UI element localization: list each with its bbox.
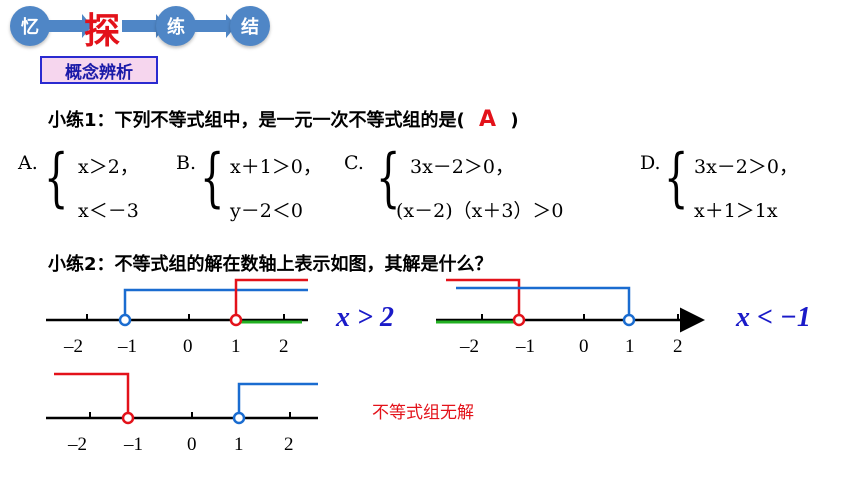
number-line-1 <box>46 278 308 327</box>
tick-label: –1 <box>118 336 137 357</box>
option-a-brace: { <box>44 141 69 215</box>
option-c-line1: 3x－2＞0， <box>410 156 514 178</box>
option-a-label: A. <box>18 152 38 174</box>
option-a-line1: x＞2， <box>78 156 139 178</box>
number-line-3 <box>46 372 318 425</box>
question-1-close: ) <box>510 110 519 131</box>
point-red-1 <box>229 313 243 327</box>
tick-label: –2 <box>68 434 87 455</box>
question-1-text: 小练1：下列不等式组中，是一元一次不等式组的是( <box>48 110 465 131</box>
question-1-answer: A <box>479 107 497 132</box>
option-b-label: B. <box>176 152 197 174</box>
nav-item-active[interactable]: 探 <box>84 11 121 52</box>
option-c-label: C. <box>344 152 364 174</box>
option-a-line2: x＜－3 <box>78 200 139 222</box>
tick-label: 0 <box>187 434 197 455</box>
question-1: 小练1：下列不等式组中，是一元一次不等式组的是( A ) <box>48 106 519 132</box>
tick-label: –2 <box>64 336 83 357</box>
question-2: 小练2：不等式组的解在数轴上表示如图，其解是什么？ <box>48 254 493 275</box>
option-b-line1: x＋1＞0， <box>230 156 322 178</box>
option-d-brace: { <box>664 141 689 215</box>
option-b-line2: y－2＜0 <box>230 200 303 222</box>
option-c-brace: { <box>376 141 401 215</box>
tick-label: 0 <box>579 336 589 357</box>
tick-label: 0 <box>183 336 193 357</box>
option-d-line1: 3x－2＞0， <box>694 156 798 178</box>
concept-label: 概念辨析 <box>40 56 158 84</box>
nav-arrow-1 <box>48 14 92 38</box>
option-c-line2: (x－2)（x＋3）＞0 <box>396 200 564 222</box>
solution-3: 不等式组无解 <box>372 403 474 423</box>
nav-item-4[interactable]: 结 <box>230 6 270 46</box>
tick-label: 2 <box>279 336 289 357</box>
point-blue-2 <box>622 313 636 327</box>
option-b-brace: { <box>200 141 225 215</box>
solution-2: x < −1 <box>736 302 811 333</box>
tick-label: –1 <box>124 434 143 455</box>
nav-item-3[interactable]: 练 <box>156 6 196 46</box>
ray-red-1 <box>234 278 308 320</box>
point-blue-1 <box>118 313 132 327</box>
point-blue-3 <box>232 411 246 425</box>
tick-label: 2 <box>284 434 294 455</box>
ray-blue-2 <box>456 286 631 320</box>
option-d-line2: x＋1＞1x <box>694 200 778 222</box>
option-d-label: D. <box>640 152 661 174</box>
ray-red-2 <box>446 278 521 320</box>
solution-1: x > 2 <box>336 302 394 333</box>
tick-label: 1 <box>625 336 635 357</box>
nav-item-1[interactable]: 忆 <box>10 6 50 46</box>
ray-blue-3 <box>237 382 318 418</box>
tick-label: –2 <box>460 336 479 357</box>
tick-label: 1 <box>231 336 241 357</box>
ray-blue-1 <box>123 288 308 320</box>
ray-red-3 <box>54 372 130 418</box>
point-red-2 <box>512 313 526 327</box>
number-line-2 <box>436 278 705 333</box>
tick-label: –1 <box>516 336 535 357</box>
tick-label: 1 <box>234 434 244 455</box>
point-red-3 <box>121 411 135 425</box>
tick-label: 2 <box>673 336 683 357</box>
